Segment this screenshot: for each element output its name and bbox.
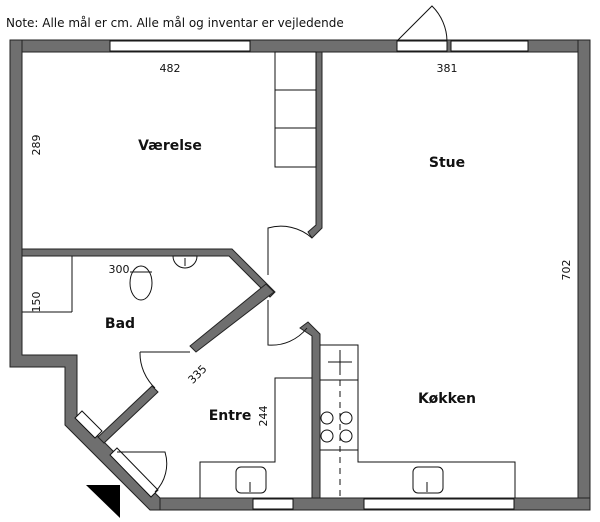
dim-entre-depth: 244 — [257, 406, 270, 427]
windows — [74, 40, 529, 510]
north-arrow-icon — [86, 485, 120, 518]
room-label-kokken: Køkken — [418, 391, 476, 407]
entre-sink-icon — [235, 466, 267, 494]
note-text: Note: Alle mål er cm. Alle mål og invent… — [6, 16, 344, 30]
dim-stue-depth: 702 — [560, 260, 573, 281]
dim-vaerelse-width: 482 — [160, 62, 181, 75]
room-label-bad: Bad — [105, 316, 135, 332]
toilet-icon — [129, 265, 153, 301]
doors — [109, 5, 448, 498]
room-label-stue: Stue — [429, 155, 465, 171]
furniture — [22, 51, 516, 498]
dim-vaerelse-depth: 289 — [30, 135, 43, 156]
dim-stue-width: 381 — [437, 62, 458, 75]
kitchen-sink-icon — [412, 466, 444, 494]
room-label-vaerelse: Værelse — [138, 138, 202, 154]
bathroom-sink-icon — [172, 255, 198, 269]
dim-bad-depth: 150 — [30, 292, 43, 313]
stove-icon — [320, 411, 353, 443]
dim-bad-width: 300 — [109, 263, 130, 276]
dim-entre-diagonal: 335 — [186, 363, 210, 387]
outer-walls — [9, 39, 591, 511]
room-label-entre: Entre — [209, 408, 252, 424]
interior-walls — [21, 51, 323, 499]
